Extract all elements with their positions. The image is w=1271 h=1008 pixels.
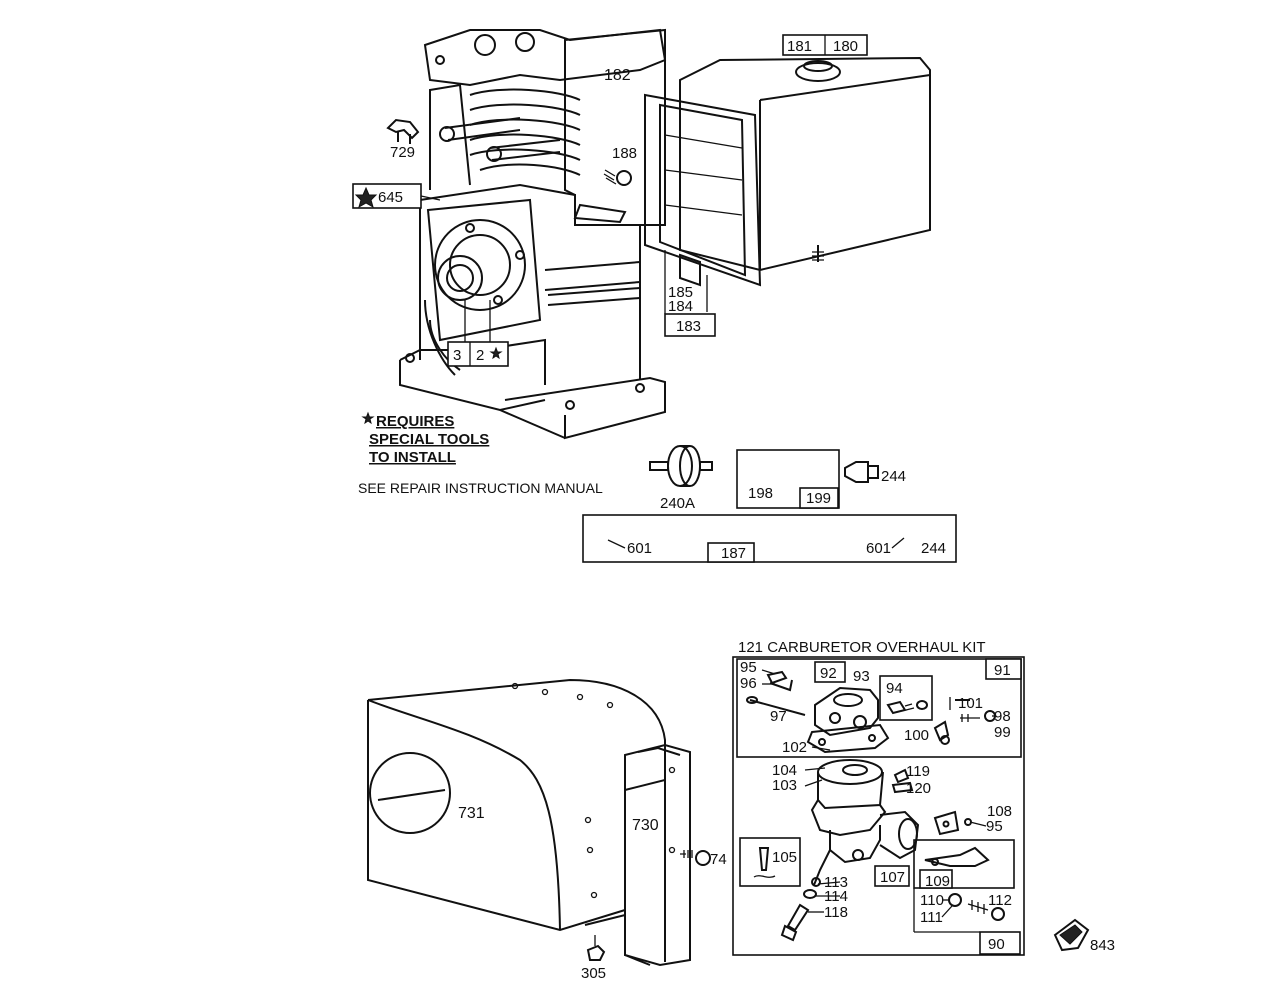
label-95-bottom: 95 bbox=[986, 818, 1003, 835]
kit-small-parts-illustration bbox=[746, 670, 996, 745]
label-110: 110 bbox=[920, 892, 944, 909]
callout-box-91 bbox=[985, 658, 1022, 680]
kit-title: 121 CARBURETOR OVERHAUL KIT bbox=[738, 639, 986, 656]
part-843-illustration bbox=[1053, 918, 1090, 952]
label-98: 98 bbox=[994, 708, 1011, 725]
label-97: 97 bbox=[770, 708, 787, 725]
engine-block-illustration bbox=[399, 28, 667, 440]
callout-box-94 bbox=[879, 675, 933, 721]
clip-729-illustration bbox=[386, 118, 420, 144]
label-198: 198 bbox=[748, 485, 773, 502]
label-601-right: 601 bbox=[866, 540, 891, 557]
label-100: 100 bbox=[904, 727, 929, 744]
label-93: 93 bbox=[853, 668, 870, 685]
carburetor-main-body-illustration bbox=[810, 759, 920, 886]
nut-305-illustration bbox=[586, 935, 606, 961]
callout-box-107 bbox=[874, 865, 910, 887]
label-188: 188 bbox=[612, 145, 637, 162]
note-repair-manual: SEE REPAIR INSTRUCTION MANUAL bbox=[358, 480, 603, 496]
label-730: 730 bbox=[632, 817, 659, 834]
label-94: 94 bbox=[886, 680, 903, 697]
label-109: 109 bbox=[925, 873, 950, 890]
label-244-line: 244 bbox=[921, 540, 946, 557]
fuel-tank-illustration bbox=[679, 56, 931, 272]
label-185: 185 bbox=[668, 284, 693, 301]
label-645: 645 bbox=[378, 189, 403, 206]
label-199: 199 bbox=[806, 490, 831, 507]
label-107: 107 bbox=[880, 869, 905, 886]
label-244-top: 244 bbox=[881, 468, 906, 485]
air-filter-illustration bbox=[644, 93, 762, 287]
label-180: 180 bbox=[833, 38, 858, 55]
callout-box-105 bbox=[739, 837, 801, 887]
label-601-left: 601 bbox=[627, 540, 652, 557]
screw-188-illustration bbox=[603, 169, 632, 186]
bracket-730-illustration bbox=[584, 743, 691, 967]
callout-box-199 bbox=[799, 487, 839, 509]
label-731: 731 bbox=[458, 805, 485, 822]
label-92: 92 bbox=[820, 665, 837, 682]
label-99: 99 bbox=[994, 724, 1011, 741]
label-305: 305 bbox=[581, 965, 606, 982]
label-120: 120 bbox=[906, 780, 931, 797]
callout-box-183 bbox=[664, 313, 716, 337]
label-101: 101 bbox=[958, 695, 983, 712]
label-111: 111 bbox=[920, 909, 943, 926]
note-line-3: TO INSTALL bbox=[369, 449, 456, 466]
label-95-top: 95 bbox=[740, 659, 757, 676]
label-103: 103 bbox=[772, 777, 797, 794]
label-843: 843 bbox=[1090, 937, 1115, 954]
label-105: 105 bbox=[772, 849, 797, 866]
label-183: 183 bbox=[676, 318, 701, 335]
label-118: 118 bbox=[824, 904, 848, 921]
screw-74-illustration bbox=[680, 850, 711, 866]
note-line-2: SPECIAL TOOLS bbox=[369, 431, 489, 448]
note-line-1: REQUIRES bbox=[376, 413, 454, 430]
star-icon-small bbox=[489, 346, 503, 360]
label-90: 90 bbox=[988, 936, 1005, 953]
callout-box-fuel-line bbox=[582, 514, 957, 563]
callout-box-187 bbox=[707, 542, 755, 563]
label-2: 2 bbox=[476, 347, 484, 364]
star-icon bbox=[354, 186, 378, 209]
label-96: 96 bbox=[740, 675, 757, 692]
label-104: 104 bbox=[772, 762, 797, 779]
label-112: 112 bbox=[988, 892, 1012, 909]
label-3: 3 bbox=[453, 347, 461, 364]
callout-box-92 bbox=[814, 661, 846, 683]
label-91: 91 bbox=[994, 662, 1011, 679]
carburetor-lower-parts-illustration bbox=[753, 768, 1005, 942]
fitting-244a-illustration bbox=[844, 461, 879, 483]
label-74: 74 bbox=[710, 851, 727, 868]
note-star-icon bbox=[361, 411, 375, 425]
label-119: 119 bbox=[906, 763, 930, 780]
label-108: 108 bbox=[987, 803, 1012, 820]
label-184: 184 bbox=[668, 298, 693, 315]
label-182: 182 bbox=[604, 67, 631, 84]
blower-housing-illustration bbox=[367, 678, 666, 932]
label-181: 181 bbox=[787, 38, 812, 55]
fuel-filter-240a-illustration bbox=[649, 445, 713, 487]
carburetor-upper-body-illustration bbox=[806, 686, 890, 754]
callout-box-90 bbox=[979, 931, 1021, 955]
label-240a: 240A bbox=[660, 495, 695, 512]
label-729: 729 bbox=[390, 144, 415, 161]
label-187: 187 bbox=[721, 545, 746, 562]
callout-box-109-inner bbox=[919, 869, 953, 889]
label-102: 102 bbox=[782, 739, 807, 756]
